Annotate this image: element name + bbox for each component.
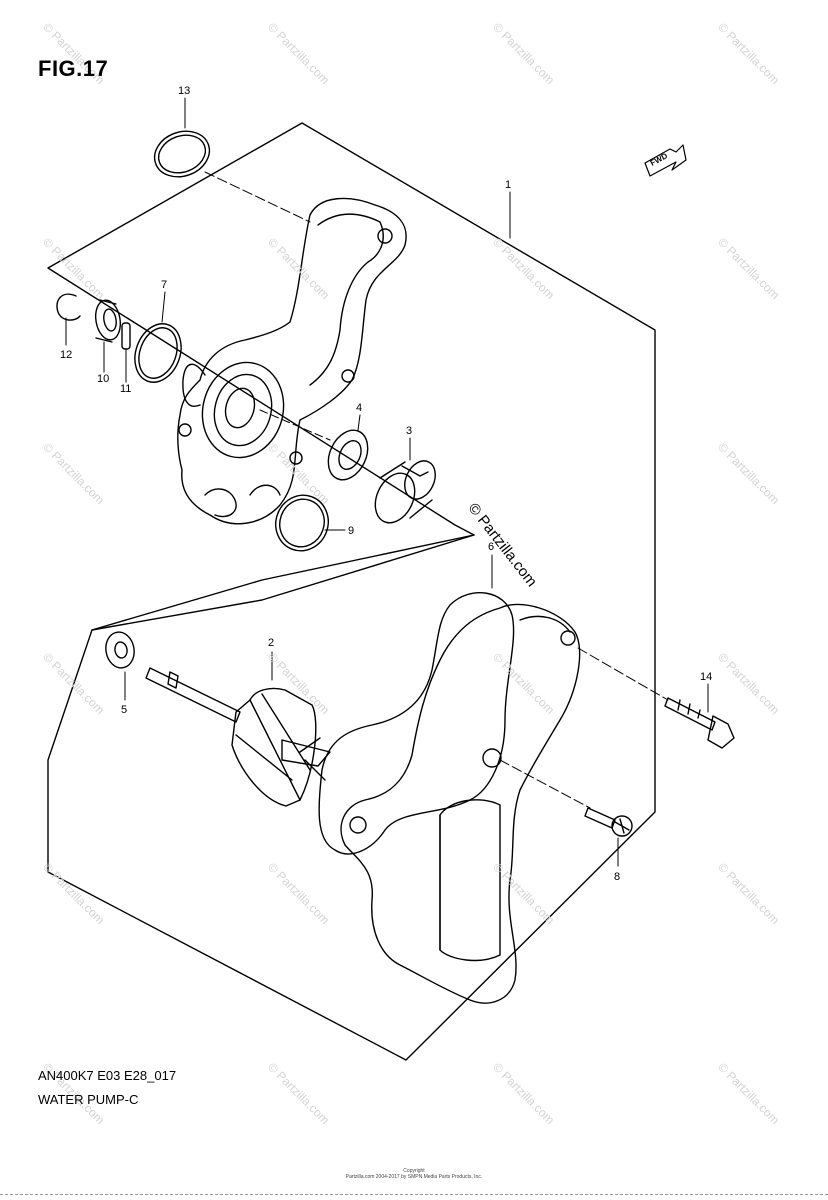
callout-12: 12	[60, 349, 72, 361]
leader-4	[357, 414, 361, 431]
callout-13: 13	[178, 85, 190, 97]
washer-part-5	[105, 631, 135, 669]
o-ring-part-13	[153, 130, 211, 178]
callout-5: 5	[121, 704, 127, 716]
assembly-outline	[47, 122, 656, 1061]
dash-bolt-8	[499, 759, 591, 809]
pump-cover-lower	[340, 603, 581, 1004]
leader-7	[161, 291, 166, 323]
dash-13	[204, 171, 311, 223]
figure-title: FIG.17	[38, 56, 109, 81]
seal-part-10	[94, 299, 122, 343]
section-name: WATER PUMP-C	[38, 1092, 139, 1107]
dash-bolt-14	[577, 647, 669, 701]
callout-14: 14	[700, 671, 712, 683]
callout-4: 4	[356, 402, 362, 414]
direction-badge-label: FWD	[649, 151, 670, 168]
callout-11: 11	[120, 383, 131, 395]
callout-2: 2	[268, 637, 274, 649]
o-ring-part-7	[134, 323, 182, 383]
impeller-part-2	[145, 667, 331, 807]
mech-seal-part-3	[374, 460, 436, 524]
copyright-line-1: Copyright	[403, 1168, 425, 1174]
copyright-line-2: Partzilla.com 2004-2017 by SMPN Media Pa…	[345, 1174, 483, 1180]
seal-part-4	[327, 429, 369, 481]
callout-1: 1	[505, 179, 511, 191]
bolt-part-14	[664, 697, 735, 749]
callout-9: 9	[348, 525, 354, 537]
callout-6: 6	[488, 541, 494, 553]
callout-10: 10	[97, 373, 109, 385]
circlip-part-12	[56, 293, 81, 321]
separator-line	[91, 534, 475, 631]
direction-arrow-icon	[644, 144, 687, 177]
callout-labels: 13 1 7 12 10 11 4 3 9 6 2 14 5 8	[60, 85, 712, 883]
screw-part-8	[584, 807, 633, 837]
callout-3: 3	[406, 425, 412, 437]
pin-part-11	[121, 322, 131, 350]
model-code: AN400K7 E03 E28_017	[38, 1068, 177, 1083]
dash-upper-center	[259, 409, 331, 441]
o-ring-part-9	[275, 494, 329, 552]
pump-case-upper	[177, 197, 407, 525]
callout-7: 7	[161, 279, 167, 291]
callout-8: 8	[614, 871, 620, 883]
gasket-part-6	[318, 591, 515, 855]
page-bottom-rule	[0, 1194, 828, 1195]
copyright-notice: Copyright Partzilla.com 2004-2017 by SMP…	[0, 1168, 828, 1180]
